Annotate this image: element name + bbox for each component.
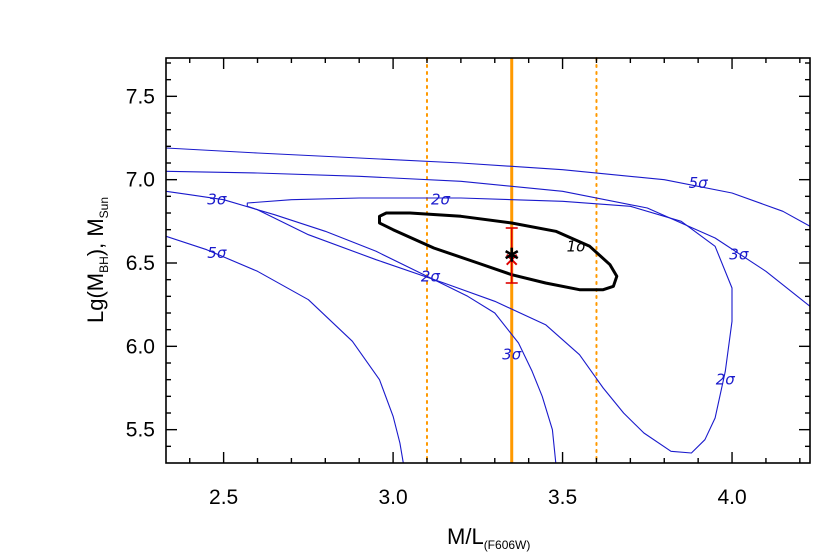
y-tick-label: 7.0 [126,169,155,192]
contour-3sigma-3 [166,170,810,307]
plot-frame [165,57,811,464]
y-axis-title-sub-a: BH [97,256,111,273]
contour-label-3sigma-2-0: 3σ [207,191,227,209]
markers [505,227,519,284]
contour-label-2sigma-1-1: 2σ [421,267,441,285]
y-tick-label: 6.5 [126,252,155,275]
y-axis-title-sub-b: Sun [97,197,111,218]
contours: 1σ 2σ 2σ 2σ 3σ 3σ 3σ 5σ 5σ [166,147,810,463]
contour-5sigma-5 [166,147,810,227]
y-tick-label: 5.5 [126,419,155,442]
axes: 2.5 3.0 3.5 4.0 5.5 6.0 6.5 7.0 7.5 [126,58,810,509]
best-fit-asterisk-stroke-2 [505,250,519,260]
y-axis-title-part-a: Lg(M [83,273,108,323]
x-axis-title-sub: (F606W) [484,538,531,552]
x-axis-title: M/L(F606W) [447,524,530,552]
contour-label-1sigma-0-0: 1σ [567,237,587,255]
x-axis-title-main: M/L [447,524,484,549]
contour-label-3sigma-2-1: 3σ [502,346,522,364]
x-tick-label: 3.0 [378,486,407,509]
y-axis-title: Lg(MBH), MSun [83,197,111,323]
contour-5sigma-4 [166,235,404,463]
y-tick-label: 6.0 [126,335,155,358]
x-tick-label: 4.0 [717,486,746,509]
y-tick-label: 7.5 [126,85,155,108]
y-axis-title-part-b: ), M [83,218,108,256]
contour-label-5sigma-4-0: 5σ [207,244,227,262]
contour-lines [166,147,810,463]
contour-label-2sigma-1-2: 2σ [716,371,736,389]
contour-3sigma-2 [166,190,557,463]
contour-2sigma-1 [246,197,733,454]
contour-label-5sigma-5-0: 5σ [689,174,709,192]
x-tick-label: 3.5 [548,486,577,509]
contour-1sigma-0 [378,211,619,292]
contour-label-3sigma-3-0: 3σ [729,246,749,264]
x-tick-label: 2.5 [209,486,238,509]
contour-label-2sigma-1-0: 2σ [431,191,451,209]
